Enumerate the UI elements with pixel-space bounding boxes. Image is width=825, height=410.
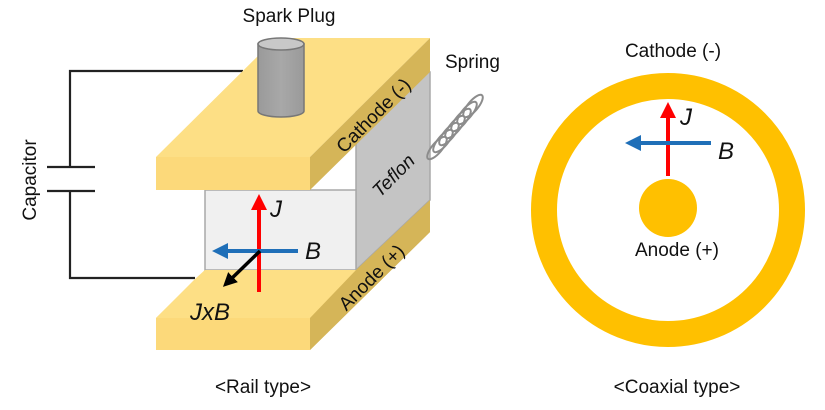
rail-gap <box>204 189 357 271</box>
capacitor-label: Capacitor <box>20 139 41 221</box>
rail-j-label: J <box>269 196 283 223</box>
coax-b-label: B <box>718 138 734 165</box>
coax-anode-label: Anode (+) <box>635 240 719 261</box>
capacitor-symbol <box>47 165 95 193</box>
anode-top-face <box>156 270 356 318</box>
spark-plug-icon <box>257 37 305 118</box>
rail-b-label: B <box>305 238 321 265</box>
coax-inner-anode <box>639 179 697 237</box>
coax-caption: <Coaxial type> <box>614 377 741 398</box>
rail-jxb-label: JxB <box>189 299 230 326</box>
spring-icon <box>426 93 484 161</box>
rail-caption: <Rail type> <box>215 377 311 398</box>
anode-side-face <box>310 200 430 350</box>
spark-plug-label: Spark Plug <box>243 6 336 27</box>
coax-outer-cathode <box>531 73 805 347</box>
coax-cathode-label: Cathode (-) <box>625 41 721 62</box>
spring-label: Spring <box>445 52 500 73</box>
force-arrow-jxb <box>222 249 262 287</box>
coax-j-label: J <box>679 104 693 131</box>
circuit-wire <box>68 69 243 280</box>
anode-front-face <box>156 318 310 350</box>
